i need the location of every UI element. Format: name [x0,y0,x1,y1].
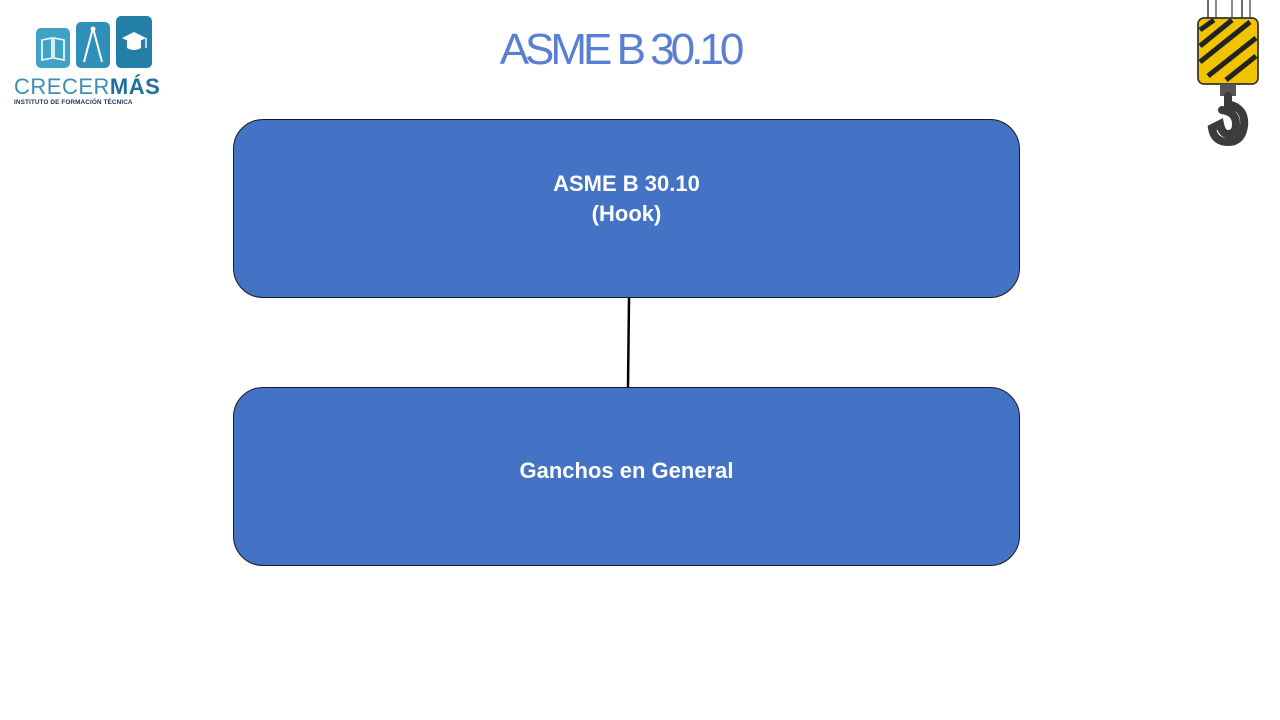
crane-hook-icon [1186,0,1266,150]
node-ganchos-en-general: Ganchos en General [233,387,1020,566]
node-asme-b30-10: ASME B 30.10 (Hook) [233,119,1020,298]
book-icon [36,28,70,68]
compass-icon [76,22,110,68]
institute-logo: CRECERMÁS INSTITUTO DE FORMACIÓN TÉCNICA [14,16,174,112]
logo-name-bold: MÁS [109,74,161,99]
slide-title: ASME B 30.10 [499,25,745,74]
node-top-line1: ASME B 30.10 [553,170,700,196]
node-bottom-label: Ganchos en General [519,457,734,483]
logo-subtitle: INSTITUTO DE FORMACIÓN TÉCNICA [14,99,133,106]
logo-tiles [36,16,154,68]
node-top-line2: (Hook) [591,200,662,226]
logo-name: CRECERMÁS [14,76,174,98]
logo-name-regular: CRECER [14,74,110,99]
graduation-cap-icon [116,16,152,68]
